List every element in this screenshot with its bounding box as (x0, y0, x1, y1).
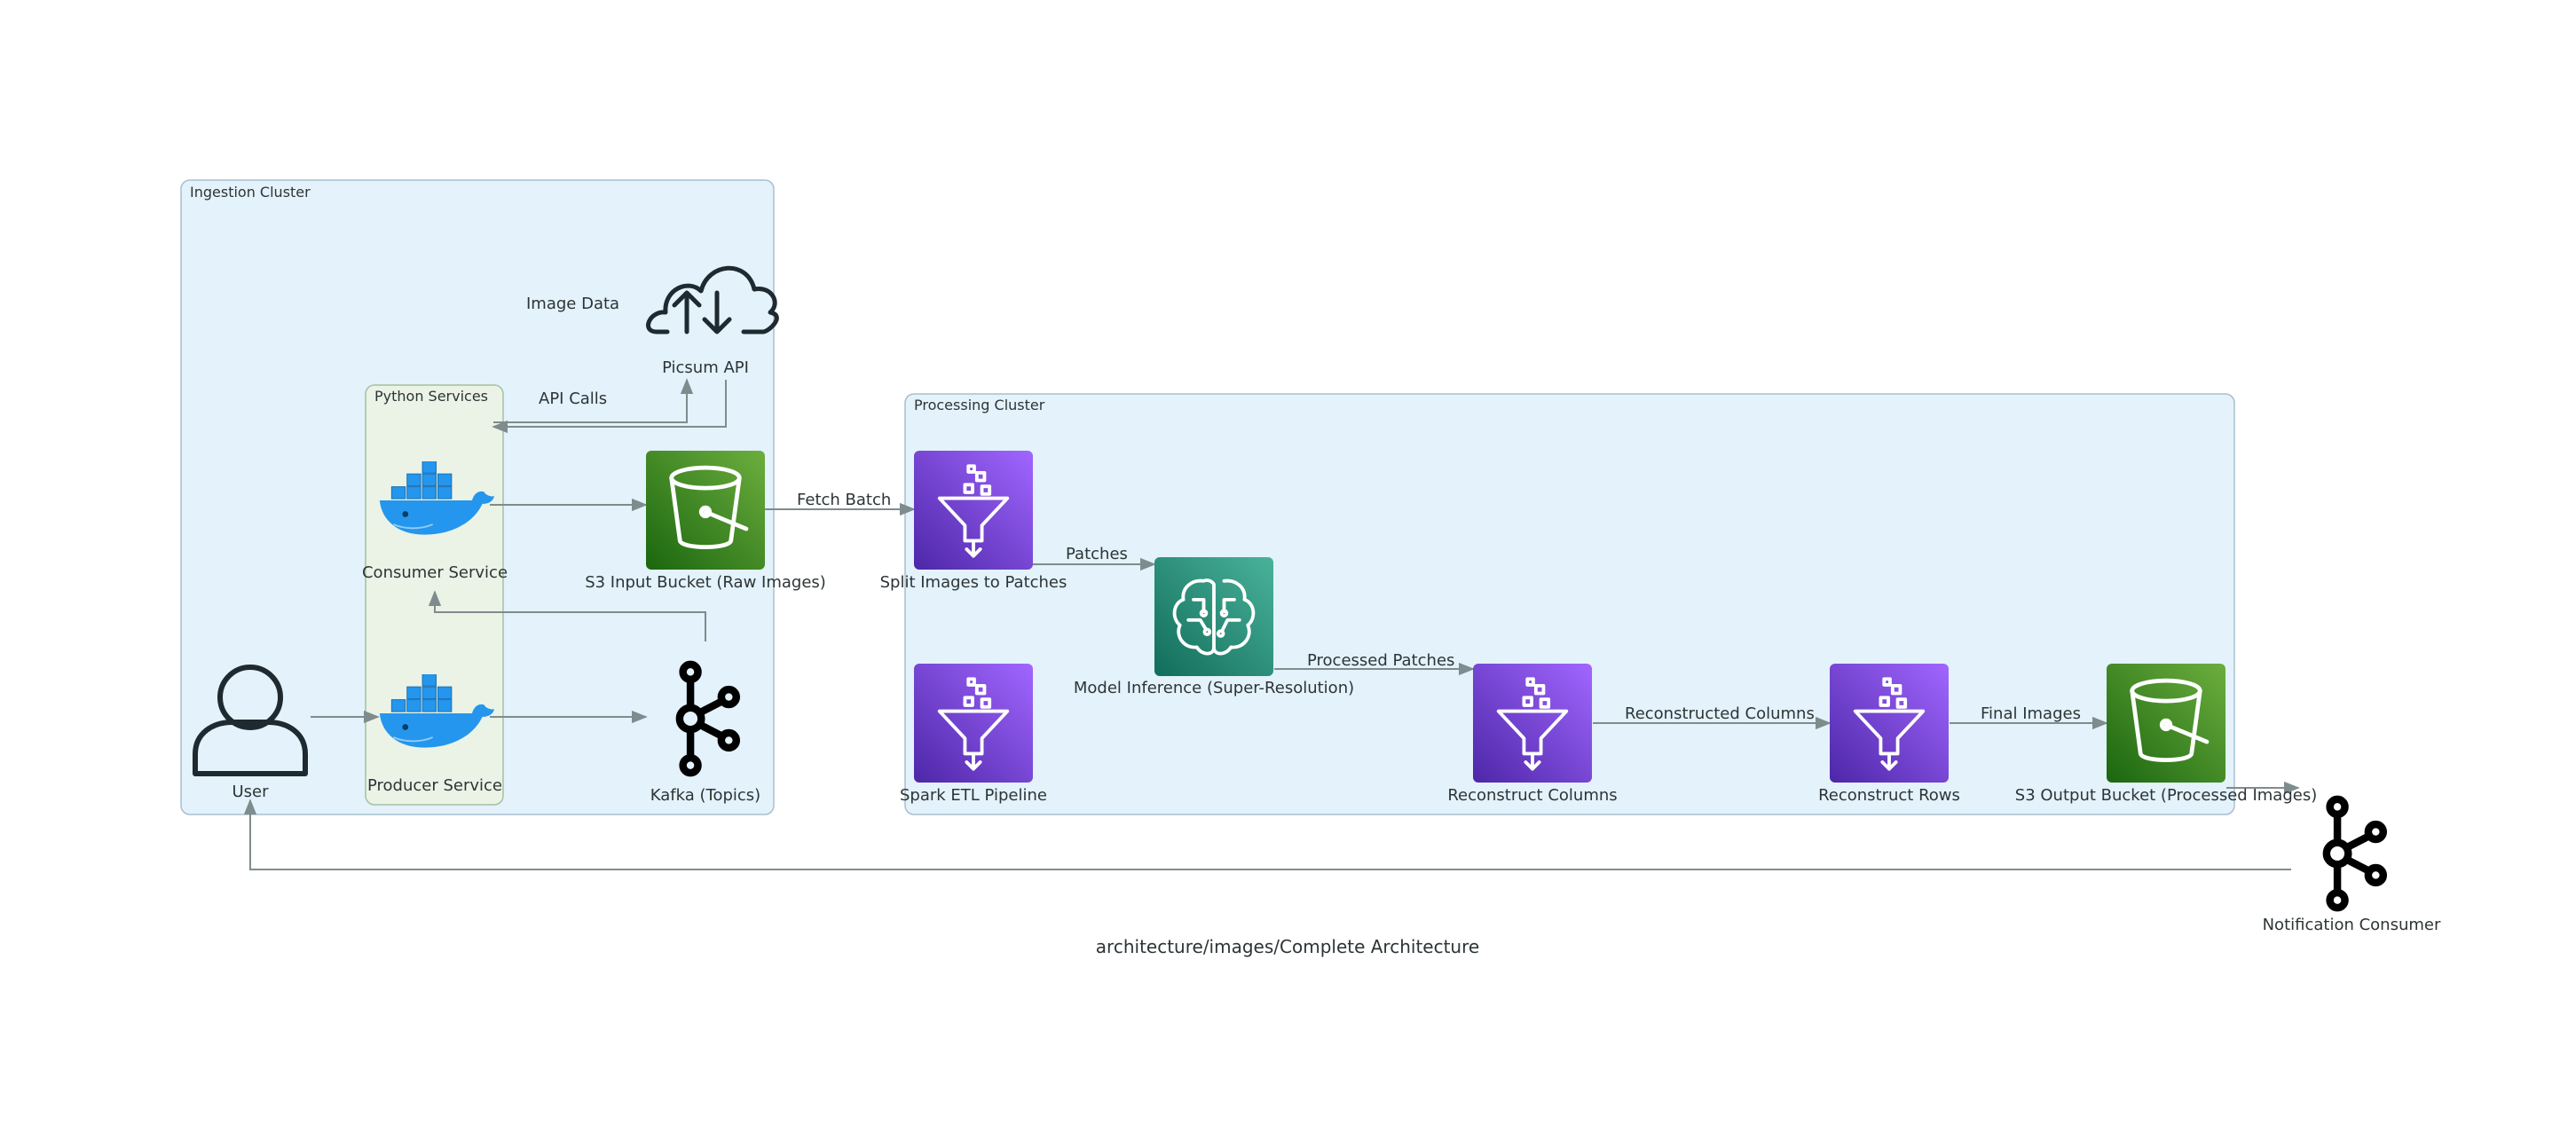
producer-service-node[interactable]: Producer Service (367, 674, 502, 795)
s3-input-bucket-label: S3 Input Bucket (Raw Images) (585, 573, 826, 592)
split-patches-tile (914, 451, 1033, 570)
user-label: User (232, 783, 269, 801)
user-node[interactable]: User (186, 657, 311, 801)
edge-api-calls-down (492, 380, 727, 434)
edge-label-fetch-batch: Fetch Batch (797, 491, 891, 509)
split-patches-node[interactable]: Split Images to Patches (880, 451, 1067, 592)
user-icon-glyph (193, 665, 308, 776)
cloud-upload-download-icon (646, 265, 779, 334)
ingestion-cluster-label: Ingestion Cluster (190, 184, 311, 201)
consumer-service-node[interactable]: Consumer Service (362, 461, 508, 582)
s3-input-bucket-node[interactable]: S3 Input Bucket (Raw Images) (585, 451, 826, 592)
split-patches-label: Split Images to Patches (880, 573, 1067, 592)
edge-labels: Image Data API Calls Fetch Batch Patches… (526, 295, 2081, 723)
s3-output-bucket-node[interactable]: S3 Output Bucket (Processed Images) (2015, 664, 2317, 805)
reconstruct-rows-node[interactable]: Reconstruct Rows (1818, 664, 1960, 805)
reconstruct-rows-label: Reconstruct Rows (1818, 786, 1960, 805)
edge-label-api-calls: API Calls (539, 389, 607, 408)
edge-label-reconstructed-columns: Reconstructed Columns (1625, 704, 1815, 723)
edge-label-processed-patches: Processed Patches (1307, 651, 1454, 670)
reconstruct-columns-node[interactable]: Reconstruct Columns (1447, 664, 1618, 805)
edges (243, 378, 2300, 870)
spark-etl-tile (914, 664, 1033, 783)
reconstruct-columns-label: Reconstruct Columns (1447, 786, 1617, 805)
diagram-caption: architecture/images/Complete Architectur… (1096, 936, 1479, 957)
kafka-node[interactable]: Kafka (Topics) (650, 665, 760, 805)
notification-consumer-node[interactable]: Notification Consumer (2263, 799, 2441, 934)
python-services-cluster-label: Python Services (374, 388, 488, 405)
spark-etl-node[interactable]: Spark ETL Pipeline (900, 664, 1047, 805)
picsum-api-node[interactable]: Picsum API (646, 265, 779, 377)
edge-kafka-to-consumer (428, 590, 706, 641)
notification-consumer-label: Notification Consumer (2263, 916, 2441, 934)
s3-output-bucket-label: S3 Output Bucket (Processed Images) (2015, 786, 2317, 805)
kafka-label: Kafka (Topics) (650, 786, 760, 805)
edge-label-image-data: Image Data (526, 295, 619, 313)
reconstruct-columns-tile (1473, 664, 1592, 783)
edge-notification-to-user (243, 799, 2291, 870)
picsum-api-label: Picsum API (662, 358, 749, 377)
producer-service-label: Producer Service (367, 776, 502, 795)
reconstruct-rows-tile (1830, 664, 1949, 783)
edge-label-patches: Patches (1066, 545, 1128, 563)
model-inference-node[interactable]: Model Inference (Super-Resolution) (1074, 557, 1354, 697)
spark-etl-label: Spark ETL Pipeline (900, 786, 1047, 805)
edge-api-calls-up (493, 378, 694, 423)
edge-label-final-images: Final Images (1981, 704, 2081, 723)
processing-cluster-label: Processing Cluster (914, 397, 1045, 413)
consumer-service-label: Consumer Service (362, 563, 508, 582)
model-inference-label: Model Inference (Super-Resolution) (1074, 679, 1354, 697)
kafka-icon (2327, 799, 2383, 908)
